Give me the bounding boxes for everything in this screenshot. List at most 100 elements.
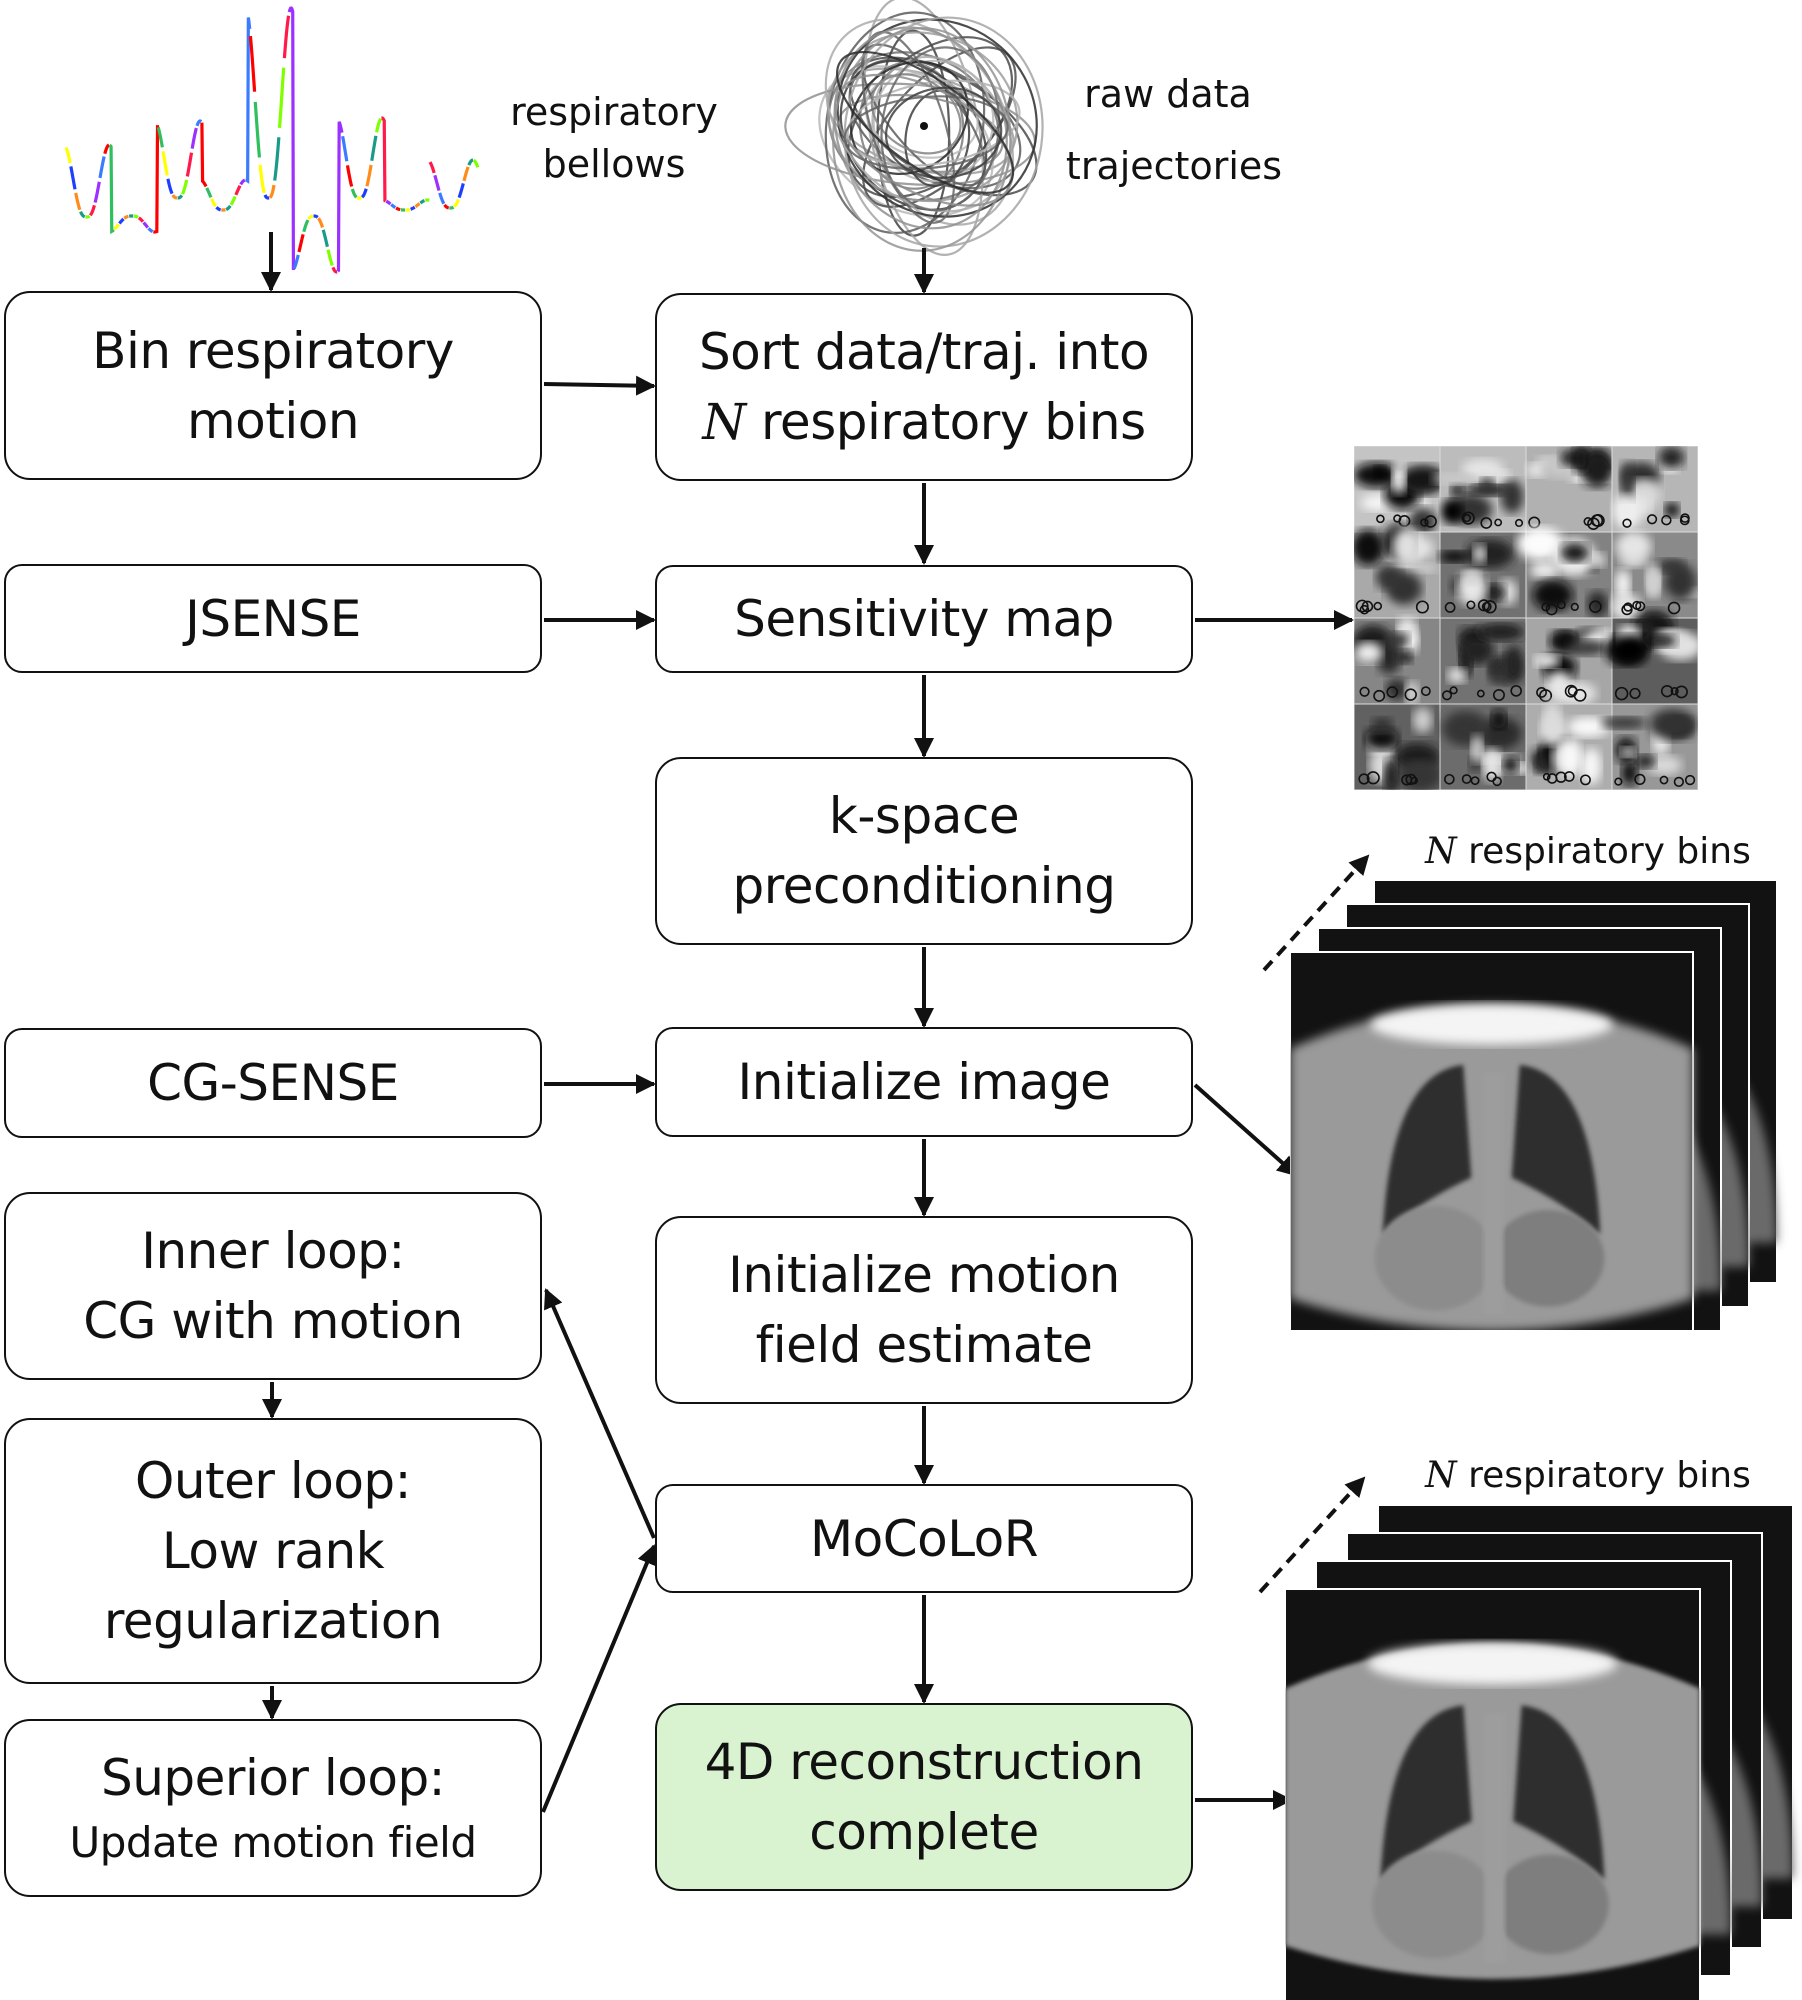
trajectory-curve	[835, 50, 1015, 194]
bellows-segment	[331, 266, 338, 274]
bellows-segment	[210, 198, 218, 208]
coil-tile-edge	[1359, 686, 1370, 697]
bellows-segment	[177, 194, 184, 200]
coil-tile-blob	[1490, 660, 1510, 674]
bellows-segment	[258, 164, 266, 194]
coil-tile-blob	[1392, 528, 1422, 566]
coil-tile-blob	[1619, 494, 1633, 525]
coil-tile-edge	[1623, 602, 1633, 612]
box-text: CG with motion	[83, 1292, 463, 1350]
coil-tile-edge	[1494, 518, 1503, 527]
coil-sensitivity-tile	[1525, 446, 1619, 533]
bright-surface	[1368, 1642, 1617, 1685]
box-text: JSENSE	[185, 589, 361, 648]
bellows-segment	[118, 217, 125, 225]
coil-sensitivity-tile	[1525, 700, 1613, 790]
coil-tile-blob	[1354, 529, 1385, 566]
bellows-segment	[375, 117, 383, 133]
coil-sensitivity-tile	[1432, 446, 1527, 533]
bellows-segment	[103, 143, 110, 155]
sensitivity-map-box: Sensitivity map	[655, 565, 1193, 673]
box-text: MoCoLoR	[809, 1509, 1039, 1568]
box-text: complete	[809, 1803, 1039, 1861]
bright-surface	[1370, 1004, 1613, 1045]
left-lung	[1513, 1705, 1605, 1880]
coil-tile-edge	[1444, 773, 1455, 785]
bellows-segment	[142, 221, 150, 229]
coil-tile-edge	[1449, 686, 1458, 695]
coil-tile-edge	[1614, 777, 1623, 786]
coil-sensitivity-tile	[1354, 615, 1441, 705]
coil-tile-blob	[1621, 759, 1638, 786]
coil-tile-blob	[1532, 579, 1574, 611]
bellows-segment	[185, 152, 194, 177]
coil-tile-edge	[1415, 600, 1429, 614]
arrow-superior-to-mocolor	[541, 1544, 657, 1813]
coil-tile-blob	[1567, 640, 1610, 656]
stomach	[1491, 1209, 1605, 1307]
coil-tile-edge	[1684, 774, 1696, 786]
variable-n: N	[702, 393, 746, 451]
bellows-label-line1: respiratory	[510, 90, 718, 134]
coil-tile-edge	[1680, 513, 1690, 523]
coil-tile-edge	[1564, 684, 1578, 698]
coil-tile-edge	[1470, 776, 1480, 786]
bellows-segment	[350, 188, 358, 199]
coil-tile-edge	[1359, 604, 1370, 615]
coil-tile-edge	[1570, 602, 1579, 612]
box-text: Sort data/traj. into	[698, 323, 1150, 381]
bellows-segment	[472, 158, 480, 168]
coil-sensitivity-tile	[1438, 531, 1527, 619]
bellows-segment	[365, 164, 373, 187]
coil-tile-blob	[1450, 483, 1465, 498]
coil-tile-edge	[1444, 602, 1456, 613]
coil-tile-edge	[1536, 686, 1547, 698]
bellows-segment	[341, 135, 349, 162]
trajectory-curve	[831, 27, 1012, 252]
coil-tile-blob	[1601, 716, 1647, 729]
coil-tile-edge	[1660, 684, 1674, 698]
coil-tile-blob	[1500, 479, 1524, 514]
coil-tile-blob	[1658, 446, 1685, 469]
reconstruction-complete-box: 4D reconstruction complete	[655, 1703, 1193, 1891]
box-text: Superior loop:	[100, 1749, 446, 1807]
box-text: field estimate	[755, 1316, 1093, 1374]
coil-tile-blob	[1482, 748, 1502, 782]
coil-tile-blob	[1559, 739, 1582, 777]
bellows-segment	[229, 195, 237, 206]
coil-tile-blob	[1473, 544, 1487, 564]
coil-tile-blob	[1386, 632, 1410, 649]
spine	[1484, 1713, 1505, 1963]
coil-tile-edge	[1661, 514, 1672, 526]
coil-tile-blob	[1612, 634, 1649, 665]
initial-image-stack	[1290, 880, 1778, 1330]
coil-tile-edge	[1510, 685, 1522, 697]
bellows-segment	[166, 178, 174, 195]
sort-data-box: Sort data/traj. into N respiratory bins	[655, 293, 1193, 481]
coil-tile-edge	[1373, 689, 1386, 702]
coil-tile-blob	[1534, 654, 1560, 668]
coil-tile-edge	[1373, 601, 1383, 611]
trajectory-curve	[843, 16, 1044, 248]
variable-n: N	[1425, 831, 1457, 872]
coil-tile-blob	[1498, 578, 1518, 606]
coil-tile-blob	[1412, 707, 1433, 733]
bellows-segment	[147, 227, 154, 234]
bellows-segment	[336, 121, 344, 273]
left-lung	[1511, 1064, 1601, 1235]
trajectory-curve	[876, 29, 951, 237]
coil-tile-blob	[1491, 708, 1507, 730]
bellows-segment	[307, 214, 314, 220]
bellows-segment	[156, 126, 164, 148]
coil-tile-blob	[1373, 465, 1387, 478]
arrow-bin-to-sort	[543, 375, 656, 396]
coil-sensitivity-tile	[1354, 523, 1441, 619]
trajectory-curve	[836, 18, 1038, 218]
box-subtext: Update motion field	[69, 1818, 478, 1867]
coil-tile-edge	[1580, 774, 1591, 786]
liver	[1374, 1205, 1496, 1311]
bellows-segment	[390, 203, 397, 209]
box-text: Outer loop:	[134, 1452, 412, 1510]
coil-tile-blob	[1441, 499, 1464, 524]
